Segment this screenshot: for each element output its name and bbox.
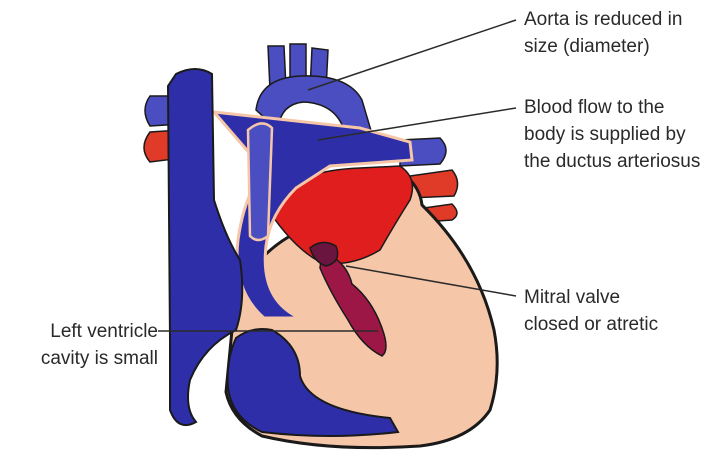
label-mitral-line1: Mitral valve	[524, 284, 658, 311]
hypoplastic-ascending-aorta	[248, 123, 272, 240]
label-left-ventricle: Left ventricle cavity is small	[8, 318, 158, 372]
label-lv-line1: Left ventricle	[8, 318, 158, 345]
label-ductus-arteriosus: Blood flow to the body is supplied by th…	[524, 94, 700, 175]
label-aorta-line2: size (diameter)	[524, 33, 682, 60]
label-ductus-line3: the ductus arteriosus	[524, 148, 700, 175]
label-mitral-line2: closed or atretic	[524, 311, 658, 338]
label-aorta-line1: Aorta is reduced in	[524, 6, 682, 33]
label-mitral-valve: Mitral valve closed or atretic	[524, 284, 658, 338]
label-aorta-reduced: Aorta is reduced in size (diameter)	[524, 6, 682, 60]
leader-line-aorta	[308, 20, 516, 90]
label-ductus-line2: body is supplied by	[524, 121, 700, 148]
label-lv-line2: cavity is small	[8, 345, 158, 372]
label-ductus-line1: Blood flow to the	[524, 94, 700, 121]
